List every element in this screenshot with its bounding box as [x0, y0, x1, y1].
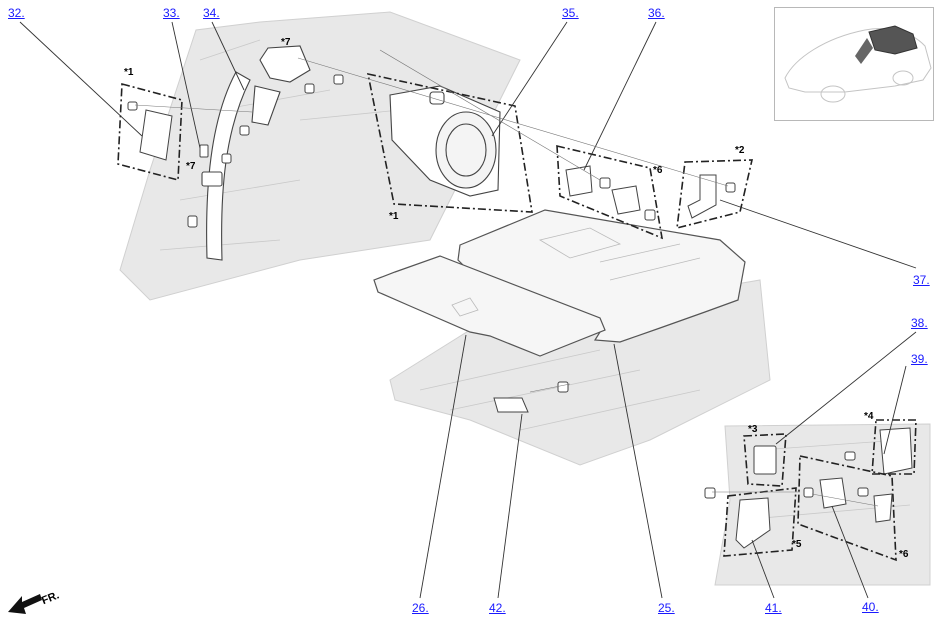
seat-belt-assembly — [201, 45, 311, 261]
leader-lines — [19, 21, 917, 599]
note-marker-1b: *1 — [389, 211, 399, 222]
seat-belt-retractor — [259, 45, 311, 83]
note-marker-1a: *1 — [124, 67, 134, 78]
brackets — [493, 165, 913, 549]
seat-belt-webbing — [206, 71, 251, 261]
dashed-boxes — [117, 72, 917, 562]
deck-boards — [373, 209, 746, 357]
note-marker-4: *4 — [864, 411, 874, 422]
callout-25[interactable]: 25. — [658, 601, 675, 615]
callout-39[interactable]: 39. — [911, 352, 928, 366]
front-arrow-icon — [8, 594, 42, 614]
callout-36[interactable]: 36. — [648, 6, 665, 20]
callout-41[interactable]: 41. — [765, 601, 782, 615]
bracket-42 — [493, 397, 529, 413]
callout-33[interactable]: 33. — [163, 6, 180, 20]
seat-belt-guide — [201, 171, 223, 187]
side-trim-32 — [139, 109, 173, 161]
bracket-37 — [687, 174, 717, 219]
callout-34[interactable]: 34. — [203, 6, 220, 20]
deck-board-26 — [373, 255, 606, 357]
note-marker-6a: *6 — [653, 165, 663, 176]
note-marker-3: *3 — [748, 424, 758, 435]
front-arrow — [8, 594, 42, 614]
note-marker-7b: *7 — [186, 161, 196, 172]
note-marker-6b: *6 — [899, 549, 909, 560]
callout-40[interactable]: 40. — [862, 600, 879, 614]
callout-35[interactable]: 35. — [562, 6, 579, 20]
reference-lines — [134, 49, 879, 507]
callout-32[interactable]: 32. — [8, 6, 25, 20]
bracket-36 — [565, 165, 593, 197]
callout-38[interactable]: 38. — [911, 316, 928, 330]
vehicle-outline-icon — [784, 25, 932, 103]
speaker-cone — [435, 111, 497, 189]
callout-26[interactable]: 26. — [412, 601, 429, 615]
speaker-assembly — [389, 85, 501, 197]
bracket-41 — [735, 497, 771, 549]
deck-details — [451, 227, 701, 317]
vehicle-locator-inset — [774, 7, 934, 121]
bracket-40 — [819, 477, 847, 509]
callout-37[interactable]: 37. — [913, 273, 930, 287]
callout-42[interactable]: 42. — [489, 601, 506, 615]
note-marker-2: *2 — [735, 145, 745, 156]
note-marker-5: *5 — [792, 539, 802, 550]
note-marker-7a: *7 — [281, 37, 291, 48]
